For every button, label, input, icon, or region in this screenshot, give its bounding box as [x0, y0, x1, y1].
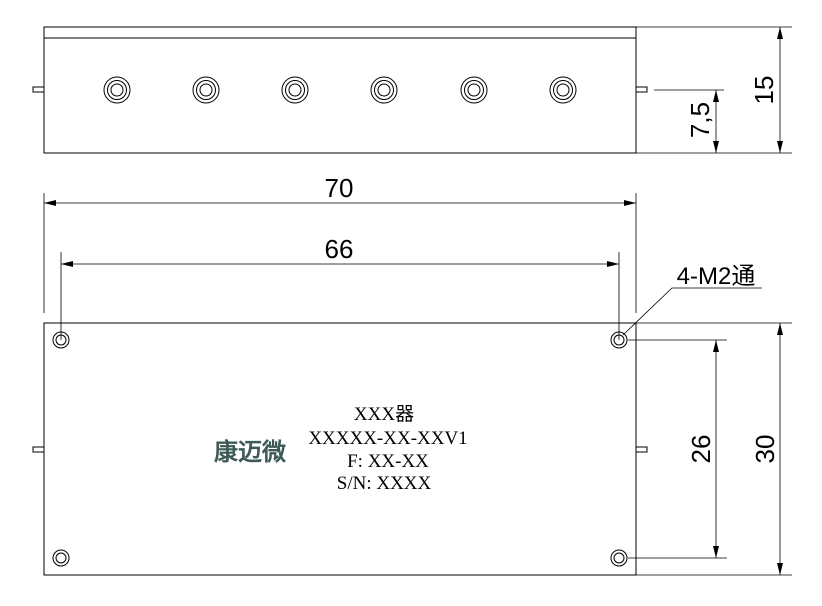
hole-span-dimension-label: 66: [325, 234, 354, 264]
mounting-hole: [52, 549, 70, 567]
left-pin: [32, 86, 45, 93]
frequency-label: F: XX-XX: [347, 451, 429, 472]
height-dimension-label: 15: [749, 76, 779, 105]
product-name: XXX器: [354, 404, 414, 425]
connector: [192, 76, 220, 104]
mounting-hole: [610, 331, 628, 349]
body-height-dimension-label: 30: [750, 435, 780, 464]
serial-number: S/N: XXXX: [337, 473, 432, 494]
connector: [370, 76, 398, 104]
half-height-dimension-label: 7,5: [685, 102, 715, 138]
top-view-body: [43, 26, 637, 154]
hole-callout-leader: [622, 287, 762, 336]
company-logo: 康迈微: [214, 438, 286, 466]
connector: [460, 76, 488, 104]
connector: [281, 76, 309, 104]
hole-callout-label: 4-M2通: [677, 263, 756, 290]
mounting-hole: [610, 549, 628, 567]
connector: [103, 76, 131, 104]
hole-pitch-dimension-label: 26: [686, 435, 716, 464]
model-number: XXXXX-XX-XXV1: [308, 428, 467, 449]
left-pin: [32, 446, 45, 453]
right-pin: [635, 86, 648, 93]
front-view: 70 66 4-M2通 26 30 康迈微 XXX器 XXXXX-: [32, 173, 792, 576]
front-view-body: [43, 322, 637, 576]
mounting-hole: [52, 331, 70, 349]
right-pin: [635, 446, 648, 453]
width-dimension-label: 70: [325, 173, 354, 203]
top-view: 15 7,5: [32, 26, 792, 154]
connector: [549, 76, 577, 104]
